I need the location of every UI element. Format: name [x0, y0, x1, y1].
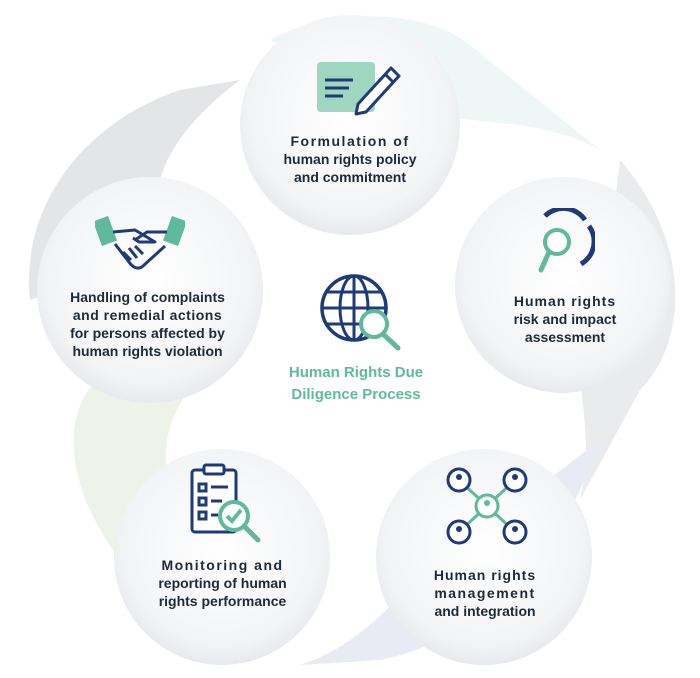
step-monitoring-line2: reporting of human: [158, 575, 287, 591]
circle-bottom-right: [376, 449, 592, 665]
document-pen-icon: [317, 62, 401, 116]
step-management-line1: Human rights: [433, 567, 537, 583]
circle-right: [455, 177, 671, 393]
step-policy-line3: and commitment: [293, 169, 406, 185]
step-monitoring-line1: Monitoring and: [161, 557, 284, 573]
step-monitoring-text: Monitoring and reporting of human rights…: [140, 556, 305, 610]
step-remedy-line1: Handling of complaints: [70, 289, 225, 305]
step-policy-line2: human rights policy: [283, 151, 417, 167]
center-title-line2: Diligence Process: [291, 386, 421, 403]
step-policy-text: Formulation of human rights policy and c…: [260, 132, 440, 186]
step-management-text: Human rights management and integration: [410, 566, 560, 620]
step-risk-text: Human rights risk and impact assessment: [495, 292, 635, 346]
center-title-line1: Human Rights Due: [288, 364, 424, 381]
step-remedy-text: Handling of complaints and remedial acti…: [45, 288, 250, 360]
step-management-line2: management: [434, 585, 536, 601]
step-monitoring-line3: rights performance: [158, 593, 287, 609]
center-title: Human Rights Due Diligence Process: [256, 362, 456, 406]
step-remedy-line4: human rights violation: [72, 343, 223, 359]
step-policy-line1: Formulation of: [290, 133, 410, 149]
step-risk-line2: risk and impact: [513, 311, 617, 327]
circle-left: [37, 177, 263, 403]
handshake-icon: [95, 216, 185, 270]
circle-top: [240, 15, 460, 235]
circle-bottom-left: [114, 449, 330, 665]
checklist-clipboard-icon: [190, 463, 261, 543]
step-remedy-line2: and remedial actions: [72, 307, 223, 323]
step-risk-line3: assessment: [524, 329, 606, 345]
petal-left-bottom: [73, 350, 230, 560]
step-management-line3: and integration: [434, 603, 536, 619]
risk-assessment-icon: [538, 208, 595, 273]
globe-magnifier-icon: [320, 274, 401, 351]
step-remedy-line3: for persons affected by: [70, 325, 225, 341]
people-network-icon: [446, 467, 528, 545]
step-risk-line1: Human rights: [513, 293, 617, 309]
